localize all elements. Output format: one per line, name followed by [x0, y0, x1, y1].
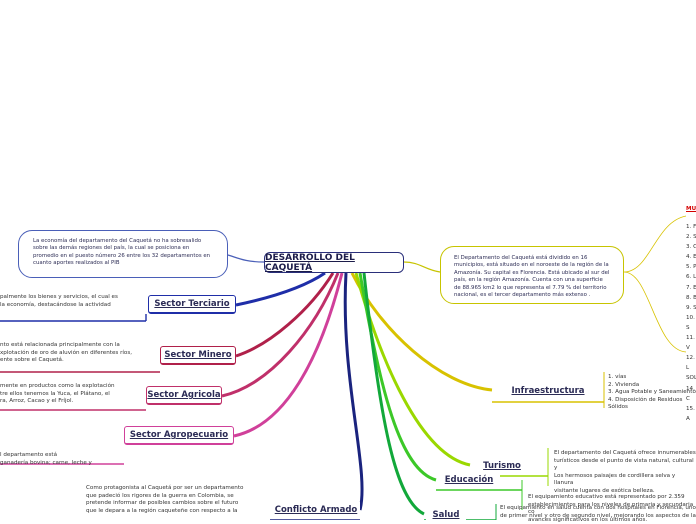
node-salud[interactable]: Salud	[426, 508, 466, 520]
text-turismo: El departamento del Caquetá ofrece innum…	[554, 450, 696, 494]
connector-conflicto	[343, 272, 364, 511]
municipios-title: MU	[686, 206, 696, 212]
municipio-item: 5. P	[686, 264, 696, 271]
text-infraestructura: 1. vías 2. Vivienda 3. Agua Potable y Sa…	[608, 374, 696, 411]
node-infraestructura[interactable]: Infraestructura	[494, 382, 602, 400]
municipios-list: 1. F 2. S 3. C 4. E 5. P 6. L 7. E 8. B 9. S 10. …	[686, 222, 696, 424]
label-sector-agropecuario: Sector Agropecuario	[129, 430, 229, 440]
central-topic[interactable]: DESARROLLO DEL CAQUETÁ	[264, 252, 404, 273]
municipio-item: 6. L	[686, 274, 696, 281]
municipio-item: 3. C	[686, 244, 696, 251]
text-sector-minero: nto está relacionada principalmente con …	[0, 342, 133, 364]
right-note-bubble[interactable]: El Departamento del Caquetá está dividid…	[440, 246, 624, 304]
label-sector-agricola: Sector Agricola	[147, 390, 221, 400]
municipio-item: 14. C	[686, 385, 695, 402]
municipio-item: 8. B	[686, 294, 696, 301]
municipio-item: 7. E	[686, 284, 696, 291]
municipio-item: 12. L	[686, 355, 695, 372]
left-note-bubble[interactable]: La economía del departamento del Caquetá…	[18, 230, 228, 278]
label-sector-minero: Sector Minero	[164, 350, 232, 360]
text-sector-terciario: palmente los bienes y servicios, el cual…	[0, 294, 118, 308]
municipio-item: SOL	[686, 375, 696, 382]
label-salud: Salud	[432, 510, 460, 520]
connector-agropecuario	[233, 272, 344, 438]
node-sector-agropecuario[interactable]: Sector Agropecuario	[124, 426, 234, 445]
node-sector-minero[interactable]: Sector Minero	[160, 346, 236, 365]
text-sector-agricola: mente en productos como la explotación t…	[0, 383, 115, 405]
node-turismo[interactable]: Turismo	[472, 458, 532, 474]
municipio-item: 11. V	[686, 335, 695, 352]
municipio-item: 9. S	[686, 304, 696, 311]
text-salud: El equipamiento en salud cuenta con dos …	[500, 505, 696, 519]
municipio-item: 15. A	[686, 405, 695, 422]
node-conflicto-armado[interactable]: Conflicto Armado	[272, 502, 360, 518]
connector-municipios	[623, 215, 687, 353]
municipio-item: 4. E	[686, 254, 696, 261]
label-turismo: Turismo	[483, 461, 521, 471]
text-conflicto-armado: Como protagonista al Caquetá por ser un …	[86, 485, 244, 514]
connector-terciario	[235, 271, 326, 307]
text-sector-agropecuario: l departamento está ganadería bovina; ca…	[0, 452, 92, 466]
left-note-text: La economía del departamento del Caquetá…	[33, 238, 211, 267]
connector-right-note	[403, 261, 441, 273]
node-sector-terciario[interactable]: Sector Terciario	[148, 295, 236, 314]
connector-agricola	[221, 272, 340, 398]
connector-left-note	[227, 254, 265, 263]
right-note-text: El Departamento del Caquetá está dividid…	[454, 255, 610, 299]
municipio-item: 1. F	[686, 224, 696, 230]
municipio-item: 10. S	[686, 314, 695, 331]
label-sector-terciario: Sector Terciario	[154, 299, 230, 309]
label-conflicto-armado: Conflicto Armado	[274, 505, 358, 515]
connector-minero	[235, 272, 335, 358]
label-infraestructura: Infraestructura	[511, 386, 585, 396]
connector-salud	[362, 272, 425, 516]
node-educacion[interactable]: Educación	[438, 472, 500, 488]
municipio-item: 2. S	[686, 234, 696, 241]
node-sector-agricola[interactable]: Sector Agricola	[146, 386, 222, 405]
label-educacion: Educación	[444, 475, 494, 485]
